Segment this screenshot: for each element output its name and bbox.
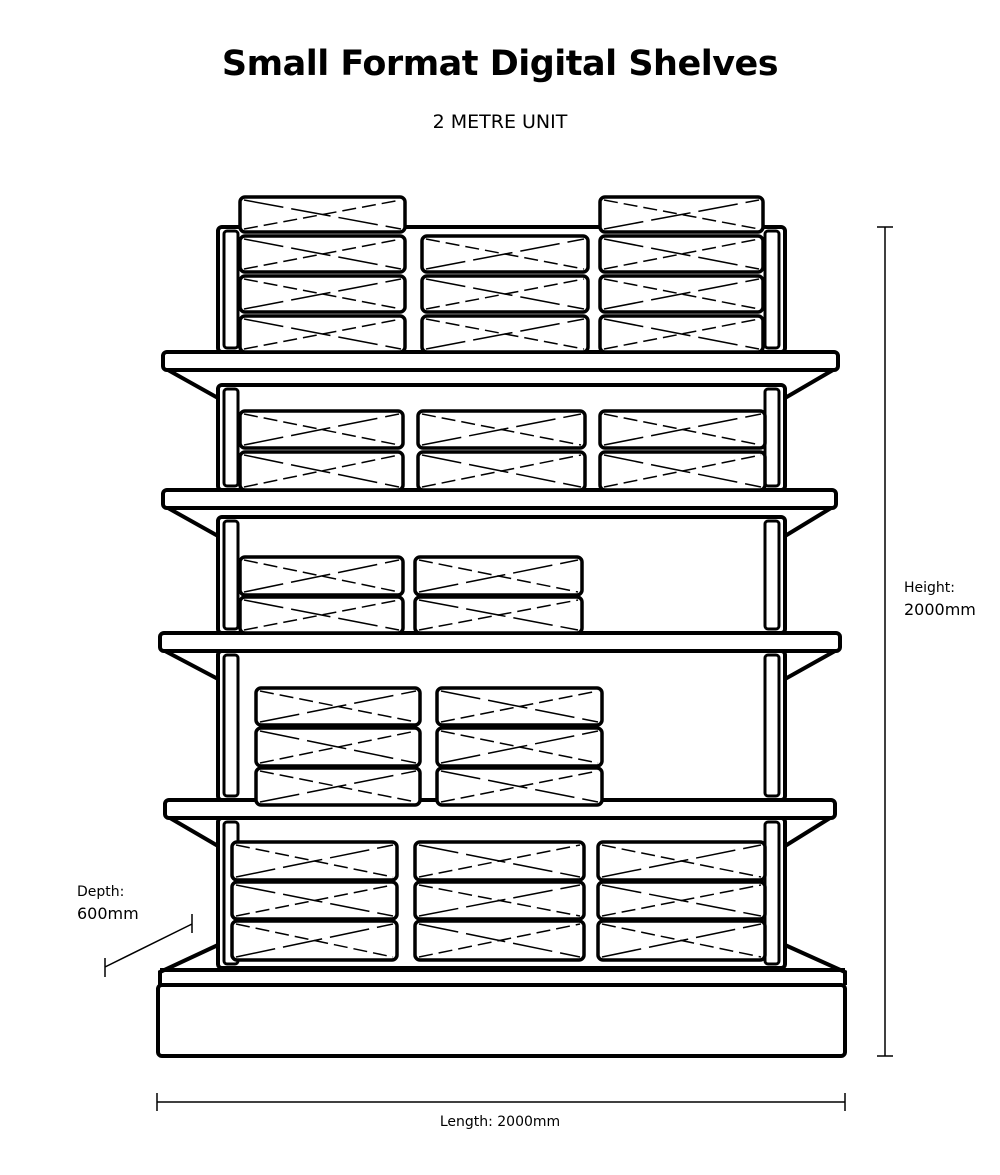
box-cross-line xyxy=(425,318,585,350)
left-upright xyxy=(222,229,240,350)
left-upright xyxy=(222,653,240,798)
box-cross-line xyxy=(601,884,762,917)
box-cross-line xyxy=(425,238,585,270)
box-cross-line xyxy=(259,690,417,723)
shelf-bracket xyxy=(164,649,836,681)
shelf-bracket xyxy=(167,368,835,400)
box-cross-line xyxy=(259,730,417,764)
shelf-plank xyxy=(161,488,838,510)
box-cross-line xyxy=(243,559,400,593)
box-cross-line xyxy=(243,278,402,310)
box-cross-line xyxy=(243,278,402,310)
box-cross-line xyxy=(243,454,400,488)
box-cross-line xyxy=(243,318,402,350)
box-cross-line xyxy=(603,413,762,446)
diagram-subtitle: 2 METRE UNIT xyxy=(432,111,568,133)
right-upright xyxy=(763,387,781,488)
shelf-plank xyxy=(161,350,840,372)
box-cross-line xyxy=(603,278,760,310)
box-cross-line xyxy=(418,923,581,958)
box-cross-line xyxy=(601,923,762,958)
box-cross-line xyxy=(243,199,402,230)
right-upright xyxy=(763,653,781,798)
box-cross-line xyxy=(259,690,417,723)
box-cross-line xyxy=(603,318,760,350)
height-dimension-line xyxy=(877,226,893,1057)
box-cross-line xyxy=(603,454,762,488)
height-value: 2000mm xyxy=(904,600,976,619)
box-cross-line xyxy=(243,199,402,230)
box-cross-line xyxy=(243,238,402,270)
box-cross-line xyxy=(421,413,582,446)
depth-label: Depth: xyxy=(77,884,125,900)
box-cross-line xyxy=(243,599,400,631)
box-cross-line xyxy=(235,884,394,917)
box-cross-line xyxy=(418,844,581,878)
box-cross-line xyxy=(440,770,599,803)
box-cross-line xyxy=(259,770,417,803)
length-dimension-line xyxy=(156,1093,846,1111)
shelf-bracket xyxy=(167,506,833,538)
box-cross-line xyxy=(243,413,400,446)
box-cross-line xyxy=(418,599,579,631)
left-upright xyxy=(222,387,240,488)
diagram-title: Small Format Digital Shelves xyxy=(221,44,779,84)
box-cross-line xyxy=(601,844,762,878)
box-cross-line xyxy=(425,278,585,310)
depth-dimension-label: Depth: 600mm xyxy=(77,882,139,924)
box-cross-line xyxy=(603,318,760,350)
box-cross-line xyxy=(421,454,582,488)
box-cross-line xyxy=(235,923,394,958)
box-cross-line xyxy=(259,770,417,803)
depth-value: 600mm xyxy=(77,904,139,923)
box-cross-line xyxy=(440,690,599,723)
box-cross-line xyxy=(243,413,400,446)
shelf-bracket xyxy=(168,816,832,848)
box-cross-line xyxy=(235,844,394,878)
box-cross-line xyxy=(243,599,400,631)
right-upright xyxy=(763,519,781,631)
box-cross-line xyxy=(418,884,581,917)
box-cross-line xyxy=(243,454,400,488)
shelf-plank xyxy=(158,631,842,653)
depth-dimension-line xyxy=(104,914,193,977)
box-cross-line xyxy=(243,318,402,350)
right-upright xyxy=(763,229,781,350)
height-dimension-label: Height: 2000mm xyxy=(904,578,976,620)
box-cross-line xyxy=(440,730,599,764)
box-cross-line xyxy=(603,238,760,270)
box-cross-line xyxy=(603,199,760,230)
box-cross-line xyxy=(259,730,417,764)
left-upright xyxy=(222,519,240,631)
length-label: Length: 2000mm xyxy=(439,1114,561,1130)
base-plinth xyxy=(156,983,847,1058)
box-cross-line xyxy=(243,238,402,270)
height-label: Height: xyxy=(904,580,955,596)
box-cross-line xyxy=(603,199,760,230)
box-cross-line xyxy=(603,238,760,270)
box-cross-line xyxy=(243,559,400,593)
box-cross-line xyxy=(418,559,579,593)
right-upright xyxy=(763,820,781,966)
box-cross-line xyxy=(603,278,760,310)
